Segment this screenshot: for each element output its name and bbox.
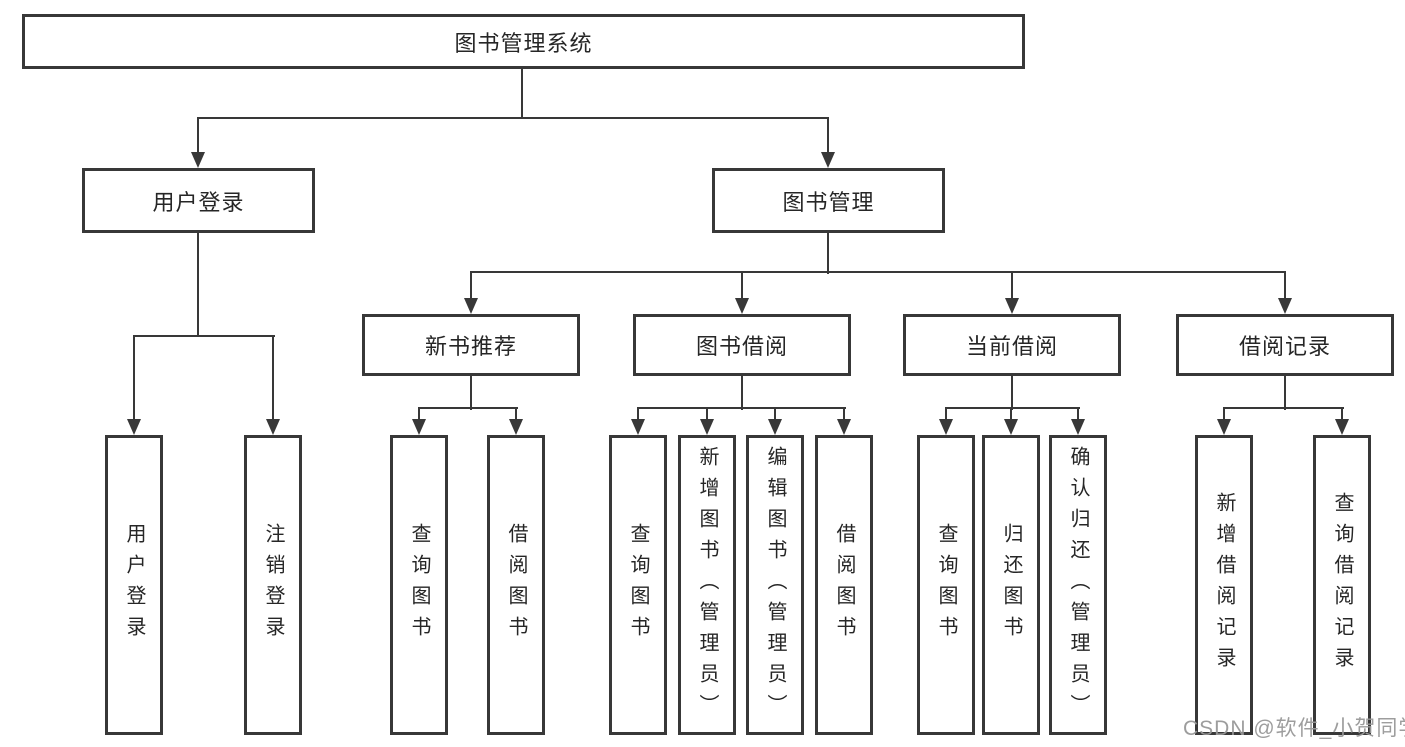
arrowhead-down-icon bbox=[191, 152, 205, 168]
node-user-login: 用户登录 bbox=[82, 168, 315, 233]
csdn-watermark: CSDN @软件_小贺同学 bbox=[1183, 717, 1405, 740]
connector-stem bbox=[827, 233, 829, 274]
leaf-label: 查询图书 bbox=[408, 523, 430, 647]
leaf-return-books: 归还图书 bbox=[982, 435, 1040, 735]
node-library-system: 图书管理系统 bbox=[22, 14, 1025, 69]
leaf-add-books-admin: 新增图书（管理员） bbox=[678, 435, 736, 735]
connector-stem bbox=[741, 376, 743, 410]
leaf-label: 归还图书 bbox=[1000, 523, 1022, 647]
arrowhead-down-icon bbox=[1217, 419, 1231, 435]
arrowhead-down-icon bbox=[412, 419, 426, 435]
leaf-label: 注销登录 bbox=[262, 523, 284, 647]
node-new-book-recommend: 新书推荐 bbox=[362, 314, 580, 376]
node-label: 图书管理系统 bbox=[454, 30, 593, 56]
connector-arrow-line bbox=[637, 408, 639, 421]
node-label: 当前借阅 bbox=[965, 334, 1058, 359]
connector-arrow-line bbox=[741, 272, 743, 300]
leaf-label: 查询图书 bbox=[627, 523, 649, 647]
leaf-label: 用户登录 bbox=[123, 523, 145, 647]
connector-arrow-line bbox=[945, 408, 947, 421]
arrowhead-down-icon bbox=[1071, 419, 1085, 435]
connector-arrow-line bbox=[272, 336, 274, 421]
leaf-user-login: 用户登录 bbox=[105, 435, 163, 735]
node-label: 新书推荐 bbox=[424, 334, 517, 359]
leaf-logout: 注销登录 bbox=[244, 435, 302, 735]
arrowhead-down-icon bbox=[700, 419, 714, 435]
leaf-query-books-current: 查询图书 bbox=[917, 435, 975, 735]
node-label: 用户登录 bbox=[152, 189, 245, 215]
connector-stem bbox=[470, 376, 472, 410]
connector-arrow-line bbox=[1010, 408, 1012, 421]
connector-arrow-line bbox=[470, 272, 472, 300]
connector-arrow-line bbox=[418, 408, 420, 421]
leaf-label: 编辑图书（管理员） bbox=[764, 445, 786, 725]
leaf-label: 查询借阅记录 bbox=[1331, 492, 1353, 678]
connector-stem bbox=[1284, 376, 1286, 410]
connector-arrow-line bbox=[706, 408, 708, 421]
node-borrow-records: 借阅记录 bbox=[1176, 314, 1394, 376]
leaf-label: 查询图书 bbox=[935, 523, 957, 647]
connector-arrow-line bbox=[1223, 408, 1225, 421]
node-label: 图书借阅 bbox=[695, 334, 788, 359]
connector-arrow-line bbox=[1011, 272, 1013, 300]
connector-rail bbox=[1223, 407, 1344, 409]
leaf-borrow-books-recommend: 借阅图书 bbox=[487, 435, 545, 735]
connector-stem bbox=[521, 69, 523, 119]
arrowhead-down-icon bbox=[821, 152, 835, 168]
connector-stem bbox=[1011, 376, 1013, 410]
leaf-query-books-borrow: 查询图书 bbox=[609, 435, 667, 735]
arrowhead-down-icon bbox=[509, 419, 523, 435]
connector-rail bbox=[470, 271, 1286, 273]
connector-rail bbox=[133, 335, 275, 337]
leaf-label: 确认归还（管理员） bbox=[1067, 445, 1089, 725]
connector-arrow-line bbox=[197, 118, 199, 154]
arrowhead-down-icon bbox=[768, 419, 782, 435]
connector-arrow-line bbox=[1077, 408, 1079, 421]
node-current-borrow: 当前借阅 bbox=[903, 314, 1121, 376]
connector-arrow-line bbox=[827, 118, 829, 154]
leaf-borrow-books: 借阅图书 bbox=[815, 435, 873, 735]
arrowhead-down-icon bbox=[1005, 298, 1019, 314]
arrowhead-down-icon bbox=[1335, 419, 1349, 435]
node-book-management: 图书管理 bbox=[712, 168, 945, 233]
connector-arrow-line bbox=[843, 408, 845, 421]
arrowhead-down-icon bbox=[735, 298, 749, 314]
leaf-label: 借阅图书 bbox=[833, 523, 855, 647]
leaf-label: 借阅图书 bbox=[505, 523, 527, 647]
arrowhead-down-icon bbox=[127, 419, 141, 435]
arrowhead-down-icon bbox=[1004, 419, 1018, 435]
leaf-label: 新增图书（管理员） bbox=[696, 445, 718, 725]
leaf-edit-books-admin: 编辑图书（管理员） bbox=[746, 435, 804, 735]
arrowhead-down-icon bbox=[266, 419, 280, 435]
leaf-add-borrow-record: 新增借阅记录 bbox=[1195, 435, 1253, 735]
arrowhead-down-icon bbox=[631, 419, 645, 435]
arrowhead-down-icon bbox=[464, 298, 478, 314]
arrowhead-down-icon bbox=[939, 419, 953, 435]
leaf-query-borrow-record: 查询借阅记录 bbox=[1313, 435, 1371, 735]
node-book-borrow: 图书借阅 bbox=[633, 314, 851, 376]
arrowhead-down-icon bbox=[1278, 298, 1292, 314]
connector-arrow-line bbox=[1341, 408, 1343, 421]
connector-rail bbox=[418, 407, 518, 409]
arrowhead-down-icon bbox=[837, 419, 851, 435]
connector-arrow-line bbox=[774, 408, 776, 421]
node-label: 借阅记录 bbox=[1238, 334, 1331, 359]
connector-arrow-line bbox=[515, 408, 517, 421]
connector-arrow-line bbox=[1284, 272, 1286, 300]
connector-stem bbox=[197, 233, 199, 337]
connector-rail bbox=[197, 117, 829, 119]
leaf-label: 新增借阅记录 bbox=[1213, 492, 1235, 678]
node-label: 图书管理 bbox=[782, 189, 875, 215]
connector-arrow-line bbox=[133, 336, 135, 421]
leaf-confirm-return-admin: 确认归还（管理员） bbox=[1049, 435, 1107, 735]
leaf-query-books-recommend: 查询图书 bbox=[390, 435, 448, 735]
